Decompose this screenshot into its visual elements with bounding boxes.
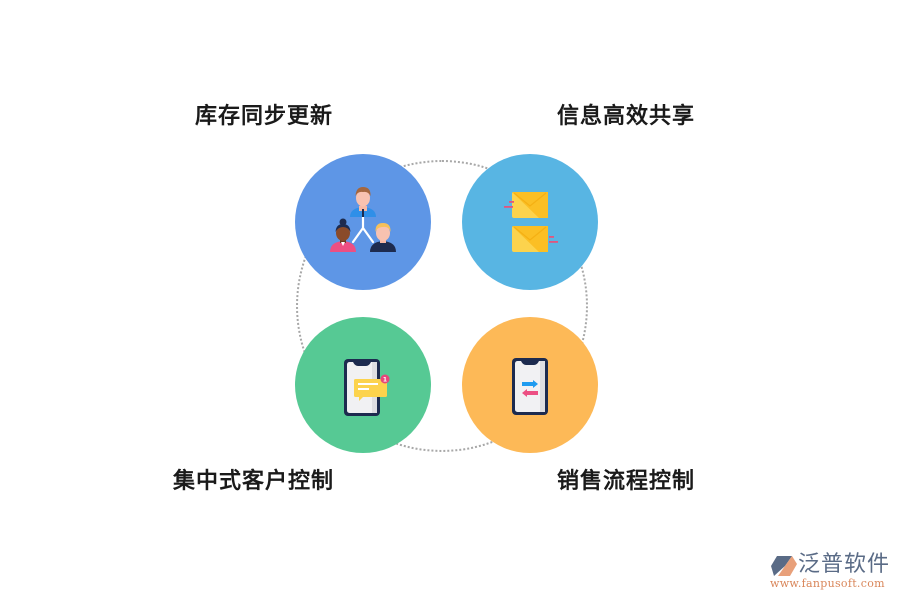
team-hierarchy-icon	[330, 187, 396, 252]
feature-circle-inventory-sync	[295, 154, 431, 290]
label-inventory-sync: 库存同步更新	[195, 104, 334, 129]
feature-circle-customer-control: 1	[295, 317, 431, 453]
envelopes-icon	[504, 192, 558, 252]
label-info-sharing: 信息高效共享	[557, 104, 696, 129]
label-sales-process: 销售流程控制	[557, 469, 696, 494]
logo-name: 泛普软件	[798, 552, 891, 577]
phone-message-icon: 1	[344, 359, 390, 416]
brand-logo: 泛普软件 www.fanpusoft.com	[768, 552, 896, 592]
label-customer-control: 集中式客户控制	[173, 469, 335, 494]
notification-badge: 1	[383, 377, 387, 384]
logo-url: www.fanpusoft.com	[770, 577, 885, 590]
feature-circle-sales-process	[462, 317, 598, 453]
feature-circle-info-sharing	[462, 154, 598, 290]
logo-mark-icon	[771, 556, 797, 576]
dotted-connector-ring	[296, 160, 588, 452]
phone-transfer-icon	[512, 358, 548, 415]
